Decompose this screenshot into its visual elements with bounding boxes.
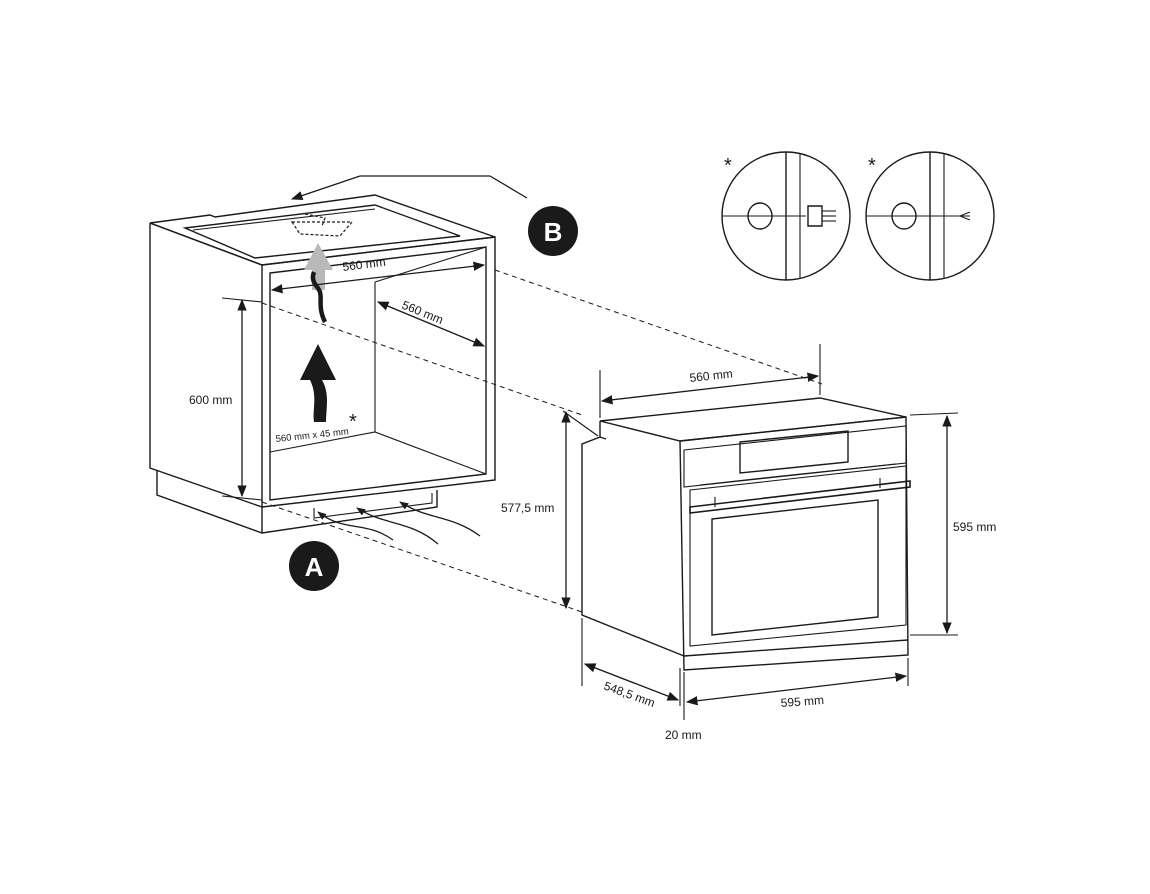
- niche-floor: [269, 431, 487, 475]
- cabinet-depth-dim-line: [376, 301, 486, 347]
- cable-wall-hole: [891, 202, 917, 230]
- cabinet-front-edge: [149, 222, 263, 507]
- oven-top-width-label: 560 mm: [689, 367, 734, 385]
- cabinet-dimensions: 560 mm 560 mm 600 mm 560 mm x 45 mm *: [189, 255, 486, 501]
- top-vent-b: [290, 213, 354, 237]
- badge-b-arrow: [290, 175, 361, 201]
- vent-asterisk: *: [349, 411, 357, 433]
- cable-asterisk: *: [868, 155, 876, 177]
- cabinet-width-label: 560 mm: [342, 255, 387, 274]
- control-panel-lip: [699, 463, 897, 486]
- badge-a-letter: A: [305, 552, 324, 582]
- intake-arrow-3: [399, 501, 481, 537]
- proj-line-2: [261, 302, 583, 416]
- oven-front-width-dim-line: [685, 672, 908, 706]
- badge-b: B: [290, 175, 578, 256]
- vent-opening-label: 560 mm x 45 mm: [275, 426, 349, 445]
- cabinet-height-ext-top: [221, 297, 263, 303]
- airflow-arrow: [300, 344, 336, 422]
- oven-front-height-label: 595 mm: [953, 520, 996, 534]
- intake-arrow-1: [317, 511, 394, 541]
- proj-line-1: [494, 269, 823, 385]
- cabinet-side-panel: [149, 223, 263, 508]
- cable-wall-side: [929, 152, 945, 280]
- badge-a: A: [289, 541, 339, 591]
- oven-front: [679, 416, 909, 671]
- plug-wall-hole: [747, 202, 773, 230]
- badge-a-circle: [289, 541, 339, 591]
- oven-body-height-label: 577,5 mm: [501, 501, 554, 515]
- oven-window: [711, 499, 879, 636]
- oven-top-width-dim-line: [600, 372, 820, 405]
- plug-body-icon: [807, 205, 823, 227]
- plug-asterisk: *: [724, 155, 732, 177]
- plug-wall-side: [785, 152, 801, 280]
- badge-b-circle: [528, 206, 578, 256]
- air-intake-arrows: [313, 493, 481, 545]
- control-display: [739, 430, 849, 474]
- oven: [581, 397, 911, 671]
- detail-plug-connection: *: [721, 151, 851, 281]
- intake-arrow-2: [356, 507, 439, 545]
- oven-door: [689, 465, 907, 647]
- badge-b-letter: B: [544, 217, 563, 247]
- cutout-inner-lip: [192, 208, 376, 231]
- panel-thickness-label: 20 mm: [665, 728, 702, 742]
- projection-lines: [261, 269, 823, 613]
- oven-body-height-ext-top: [562, 410, 599, 437]
- oven-front-bottom-trim: [683, 639, 909, 657]
- oven-front-height-ext-top: [909, 412, 959, 416]
- cable-wire-ends-icon: [959, 211, 971, 221]
- worktop-cutout: [182, 204, 461, 259]
- detail-direct-connection: *: [865, 151, 995, 281]
- cabinet-height-label: 600 mm: [189, 393, 232, 407]
- plinth-vent-slot: [313, 493, 433, 519]
- badge-b-leader: [489, 175, 528, 199]
- oven-top: [599, 397, 907, 442]
- control-panel: [683, 425, 907, 488]
- cabinet-width-dim-line: [270, 261, 486, 294]
- oven-front-width-label: 595 mm: [780, 693, 824, 710]
- oven-dimensions: 560 mm 577,5 mm 595 mm 595 mm 548,5 mm 2…: [501, 344, 996, 742]
- cabinet-height-ext-bottom: [221, 495, 263, 501]
- oven-depth-label: 548,5 mm: [602, 679, 657, 710]
- cabinet-depth-label: 560 mm: [400, 298, 445, 327]
- oven-side-notch: [599, 436, 607, 440]
- oven-depth-dim-line: [583, 663, 680, 701]
- cabinet-front-frame: [261, 236, 496, 508]
- proj-line-3: [261, 501, 583, 613]
- niche-back-top: [374, 246, 487, 283]
- oven-side: [581, 421, 685, 657]
